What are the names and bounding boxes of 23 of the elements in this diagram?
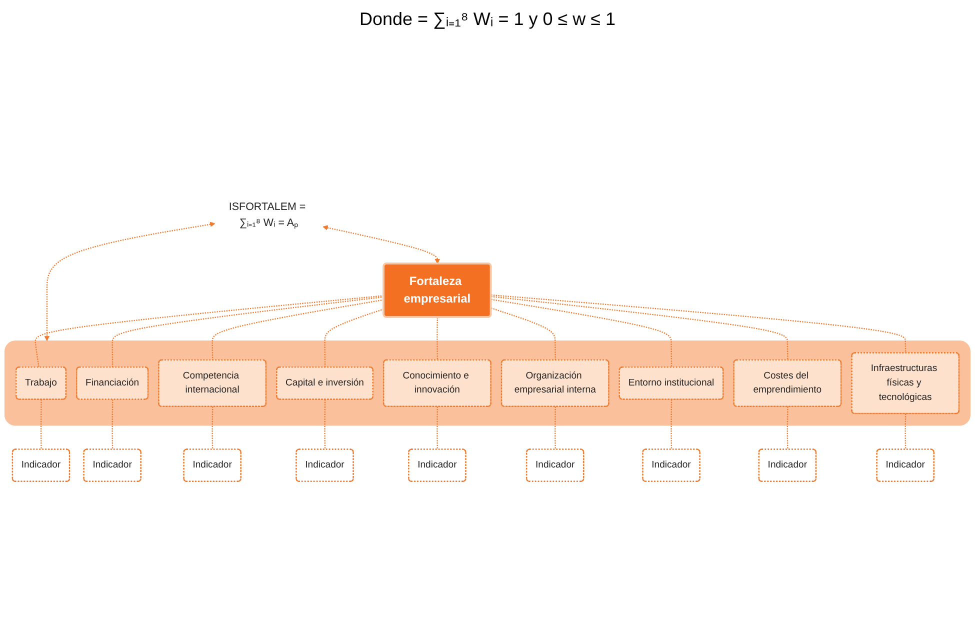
connector	[436, 406, 438, 450]
connector	[670, 400, 672, 450]
connector	[786, 406, 788, 450]
connector	[112, 296, 384, 368]
arrow	[322, 225, 440, 264]
connector	[554, 406, 556, 450]
connector	[212, 299, 384, 360]
connector	[212, 406, 214, 450]
connector	[904, 414, 906, 450]
connector	[490, 298, 672, 368]
connector	[490, 308, 556, 360]
connector	[436, 317, 438, 360]
connector	[34, 295, 384, 368]
formula-text: Donde = ∑ᵢ₌₁⁸ Wᵢ = 1 y 0 ≤ w ≤ 1	[359, 8, 616, 30]
node-text: ISFORTALEM = ∑ᵢ₌₁⁸ Wᵢ = Aₚ	[228, 200, 306, 228]
cluster	[4, 340, 971, 426]
arrow	[44, 222, 216, 342]
connector	[324, 400, 326, 450]
connector	[40, 400, 42, 450]
connector	[324, 308, 384, 368]
connector	[112, 400, 114, 450]
connector	[491, 294, 906, 354]
connector	[491, 296, 788, 360]
